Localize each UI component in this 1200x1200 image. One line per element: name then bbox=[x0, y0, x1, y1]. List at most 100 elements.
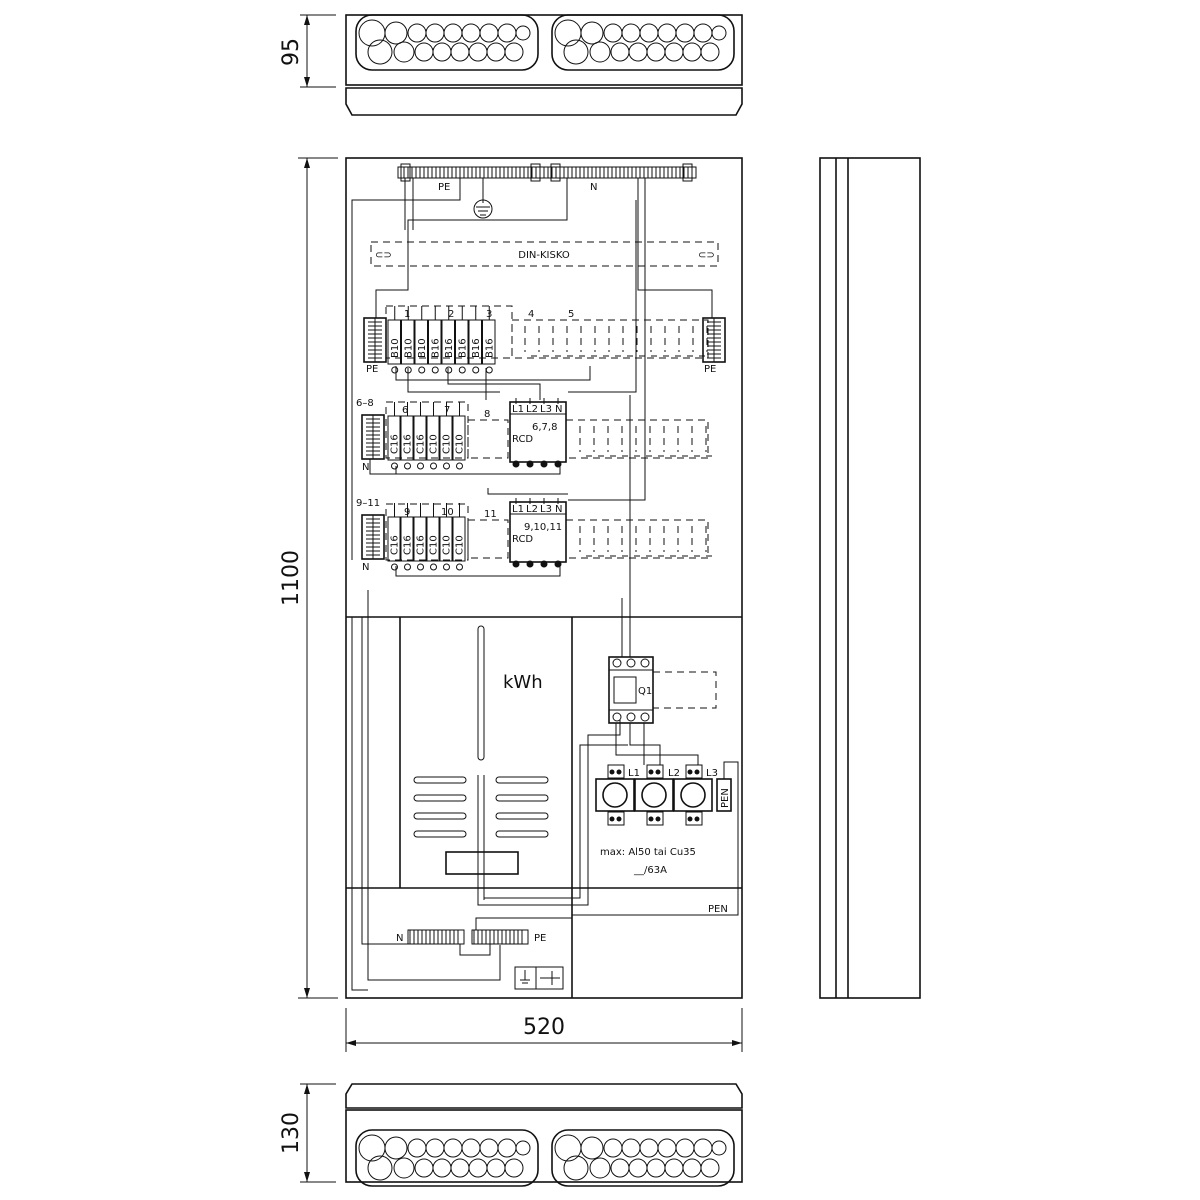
gland-hole bbox=[639, 1138, 659, 1158]
gland-hole bbox=[628, 1158, 648, 1178]
gland-hole bbox=[711, 25, 727, 41]
gland-hole bbox=[693, 1138, 713, 1158]
main-terminal-clamp bbox=[595, 778, 635, 812]
gland-hole bbox=[443, 1138, 463, 1158]
row3-terminal-label: N bbox=[362, 562, 369, 573]
top-wiring bbox=[351, 178, 713, 560]
ground-symbol-plate bbox=[514, 966, 564, 990]
dimension-130-label: 130 bbox=[279, 1112, 304, 1154]
gland-hole bbox=[468, 1158, 488, 1178]
rating-text: __/63A bbox=[633, 865, 667, 876]
main-terminal-l3: L3 bbox=[706, 768, 718, 779]
gland-hole bbox=[589, 1157, 611, 1179]
bottom-view-lid bbox=[345, 1083, 743, 1109]
enclosure-front bbox=[345, 157, 743, 999]
row2-rcd: L1 L2 L3 N 6,7,8 RCD bbox=[509, 398, 567, 468]
row2-terminal: N bbox=[361, 414, 385, 473]
bottom-view bbox=[345, 1083, 743, 1187]
meter-compartment: kWh bbox=[346, 617, 742, 998]
dimension-95-label: 95 bbox=[279, 38, 304, 66]
row2-rcd-l3: L3 bbox=[540, 404, 552, 415]
dimension-width: 520 bbox=[345, 1008, 743, 1052]
gland-hole bbox=[443, 23, 463, 43]
main-switch-q1: Q1 bbox=[608, 395, 717, 765]
gland-plate bbox=[551, 14, 735, 71]
gland-hole bbox=[554, 1134, 582, 1162]
row1-breaker-rating: B10 bbox=[417, 338, 428, 358]
row2-rcd-circuits: 6,7,8 bbox=[532, 422, 557, 433]
meter-label-plate bbox=[445, 851, 519, 875]
row3-group-11: 11 bbox=[484, 509, 497, 520]
row3-group-9: 9 bbox=[404, 507, 410, 518]
side-view bbox=[819, 157, 921, 999]
row1-right-terminal: PE bbox=[702, 317, 726, 375]
gland-hole bbox=[407, 1138, 427, 1158]
row3-rcd-l2: L2 bbox=[526, 504, 538, 515]
row3-terminal: N bbox=[361, 514, 385, 573]
row3-rcd-n: N bbox=[555, 504, 562, 515]
din-rail-label: DIN-KISKO bbox=[518, 250, 570, 261]
row3-range-label: 9–11 bbox=[356, 498, 380, 509]
row2-terminal-label: N bbox=[362, 462, 369, 473]
gland-hole bbox=[646, 1158, 666, 1178]
row1-breaker-rating: B16 bbox=[430, 338, 441, 358]
gland-hole bbox=[610, 1158, 630, 1178]
gland-hole bbox=[393, 41, 415, 63]
gland-hole bbox=[563, 39, 589, 65]
top-bus-pe-label: PE bbox=[438, 182, 450, 193]
row2-rcd-l2: L2 bbox=[526, 404, 538, 415]
top-cable-glands bbox=[355, 14, 735, 71]
row3-rcd-l3: L3 bbox=[540, 504, 552, 515]
row1-group-numbers: 1 2 3 4 5 bbox=[404, 309, 574, 320]
gland-hole bbox=[414, 1158, 434, 1178]
row2-breaker-rating: C16 bbox=[390, 434, 401, 454]
switch-icon bbox=[540, 971, 560, 985]
row2-range-label: 6–8 bbox=[356, 398, 374, 409]
row1-group-4: 4 bbox=[528, 309, 534, 320]
gland-plate bbox=[355, 14, 539, 71]
main-terminal-l2: L2 bbox=[668, 768, 680, 779]
gland-hole bbox=[682, 1158, 702, 1178]
row2-rcd-l1: L1 bbox=[512, 404, 524, 415]
gland-hole bbox=[589, 41, 611, 63]
top-view-lid bbox=[345, 87, 743, 116]
row3-breaker-rating: C10 bbox=[455, 535, 466, 555]
row1-breaker-rating: B10 bbox=[403, 338, 414, 358]
gland-hole bbox=[358, 1134, 386, 1162]
row3-rcd: L1 L2 L3 N 9,10,11 RCD bbox=[509, 498, 567, 568]
row1-left-terminal: PE bbox=[363, 317, 387, 375]
row2-breaker-rating: C16 bbox=[403, 434, 414, 454]
gland-hole bbox=[461, 23, 481, 43]
row2-breaker-rating: C10 bbox=[455, 434, 466, 454]
gland-hole bbox=[657, 1138, 677, 1158]
gland-hole bbox=[425, 23, 445, 43]
gland-hole bbox=[515, 25, 531, 41]
gland-hole bbox=[675, 1138, 695, 1158]
gland-hole bbox=[580, 21, 604, 45]
row2-breaker-rating: C10 bbox=[429, 434, 440, 454]
gland-hole bbox=[407, 23, 427, 43]
row2-rcd-label: RCD bbox=[512, 434, 533, 445]
gland-hole bbox=[657, 23, 677, 43]
top-bus-bars: PE N bbox=[397, 163, 697, 219]
gland-hole bbox=[664, 1158, 684, 1178]
gland-hole bbox=[646, 42, 666, 62]
gland-hole bbox=[384, 1136, 408, 1160]
bottom-cable-glands bbox=[355, 1129, 735, 1187]
main-terminal-clamp bbox=[673, 778, 713, 812]
gland-hole bbox=[367, 39, 393, 65]
gland-hole bbox=[486, 1158, 506, 1178]
row1-right-terminal-label: PE bbox=[704, 364, 716, 375]
gland-hole bbox=[563, 1155, 589, 1181]
row3-group-10: 10 bbox=[441, 507, 454, 518]
gland-hole bbox=[603, 23, 623, 43]
gland-hole bbox=[384, 21, 408, 45]
gland-hole bbox=[367, 1155, 393, 1181]
gland-hole bbox=[515, 1140, 531, 1156]
row3-breaker-rating: C10 bbox=[442, 535, 453, 555]
gland-hole bbox=[628, 42, 648, 62]
row3-breaker-rating: C10 bbox=[429, 535, 440, 555]
gland-hole bbox=[580, 1136, 604, 1160]
